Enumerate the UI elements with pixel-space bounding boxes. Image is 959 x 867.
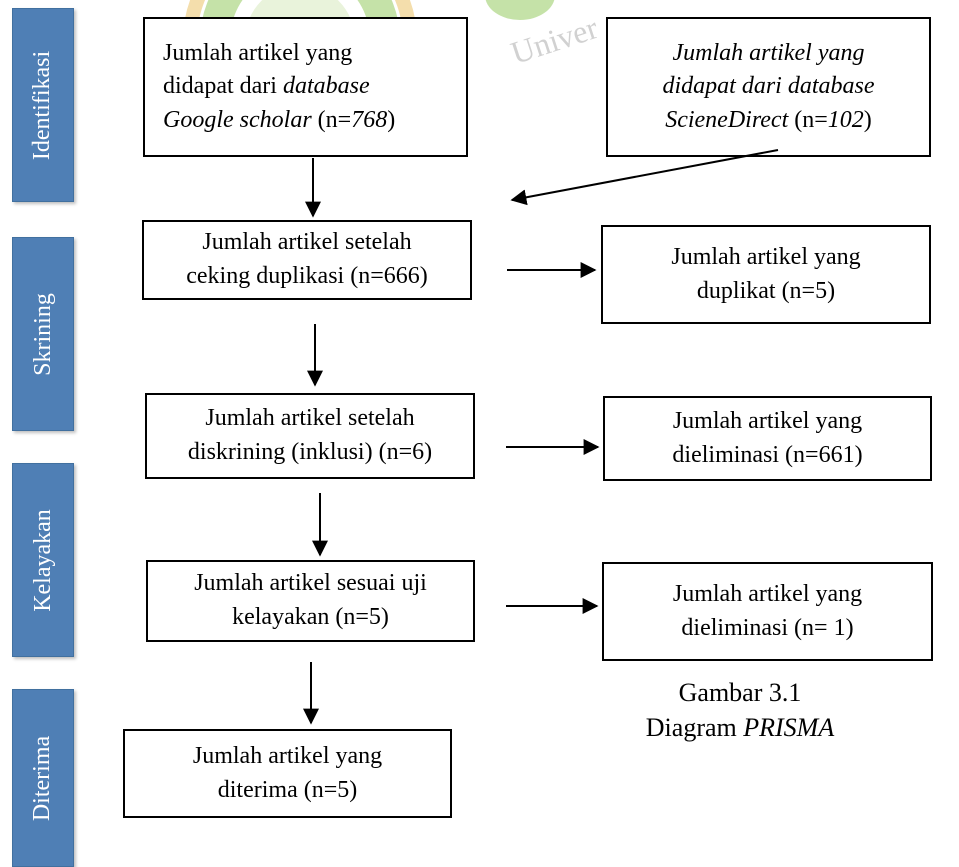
box-text-line: Google scholar (n=768) — [163, 106, 396, 133]
stage-skrining: Skrining — [12, 237, 74, 431]
arrow-sciencedirect-to-dedup — [510, 149, 779, 206]
box-text-line: diterima (n=5) — [217, 776, 358, 803]
stage-kelayakan: Kelayakan — [12, 463, 74, 657]
box-eligible: Jumlah artikel sesuai uji kelayakan (n=5… — [146, 560, 475, 642]
box-text-line: Jumlah artikel yang — [672, 407, 863, 434]
stage-identifikasi: Identifikasi — [12, 8, 74, 202]
box-text-line: Jumlah artikel yang — [672, 39, 865, 66]
stage-diterima: Diterima — [12, 689, 74, 867]
box-after-screening: Jumlah artikel setelah diskrining (inklu… — [145, 393, 475, 479]
box-text-line: dieliminasi (n= 1) — [681, 614, 854, 641]
box-text-line: dieliminasi (n=661) — [672, 441, 863, 468]
box-text-line: ceking duplikasi (n=666) — [186, 263, 428, 289]
box-text-line: Jumlah artikel setelah — [205, 405, 415, 432]
box-eliminated-eligibility: Jumlah artikel yang dieliminasi (n= 1) — [602, 562, 933, 661]
box-text-line: ScieneDirect (n=102) — [665, 106, 872, 133]
box-text-line: duplikat (n=5) — [696, 277, 836, 304]
box-text-line: kelayakan (n=5) — [232, 604, 389, 630]
figure-caption: Gambar 3.1 Diagram PRISMA — [620, 675, 860, 745]
green-leaf-watermark — [480, 0, 560, 40]
box-text-line: didapat dari database — [163, 73, 370, 100]
box-text-line: Jumlah artikel yang — [671, 243, 861, 270]
box-text-line: Jumlah artikel setelah — [202, 229, 412, 256]
box-text-line: didapat dari database — [662, 73, 875, 100]
box-text-line: Jumlah artikel yang — [672, 580, 863, 607]
box-text-line: Jumlah artikel yang — [192, 742, 383, 769]
box-text-line: Jumlah artikel sesuai uji — [194, 570, 427, 597]
box-duplicates: Jumlah artikel yang duplikat (n=5) — [601, 225, 931, 324]
box-text-line: Jumlah artikel yang — [163, 39, 353, 66]
box-after-dedup: Jumlah artikel setelah ceking duplikasi … — [142, 220, 472, 300]
box-sciencedirect: Jumlah artikel yang didapat dari databas… — [606, 17, 931, 157]
caption-number: Gambar 3.1 — [678, 678, 802, 707]
box-text-line: diskrining (inklusi) (n=6) — [187, 439, 433, 465]
box-google-scholar: Jumlah artikel yang didapat dari databas… — [143, 17, 468, 157]
caption-title: Diagram PRISMA — [645, 713, 835, 743]
box-eliminated-screening: Jumlah artikel yang dieliminasi (n=661) — [603, 396, 932, 481]
box-accepted: Jumlah artikel yang diterima (n=5) — [123, 729, 452, 818]
